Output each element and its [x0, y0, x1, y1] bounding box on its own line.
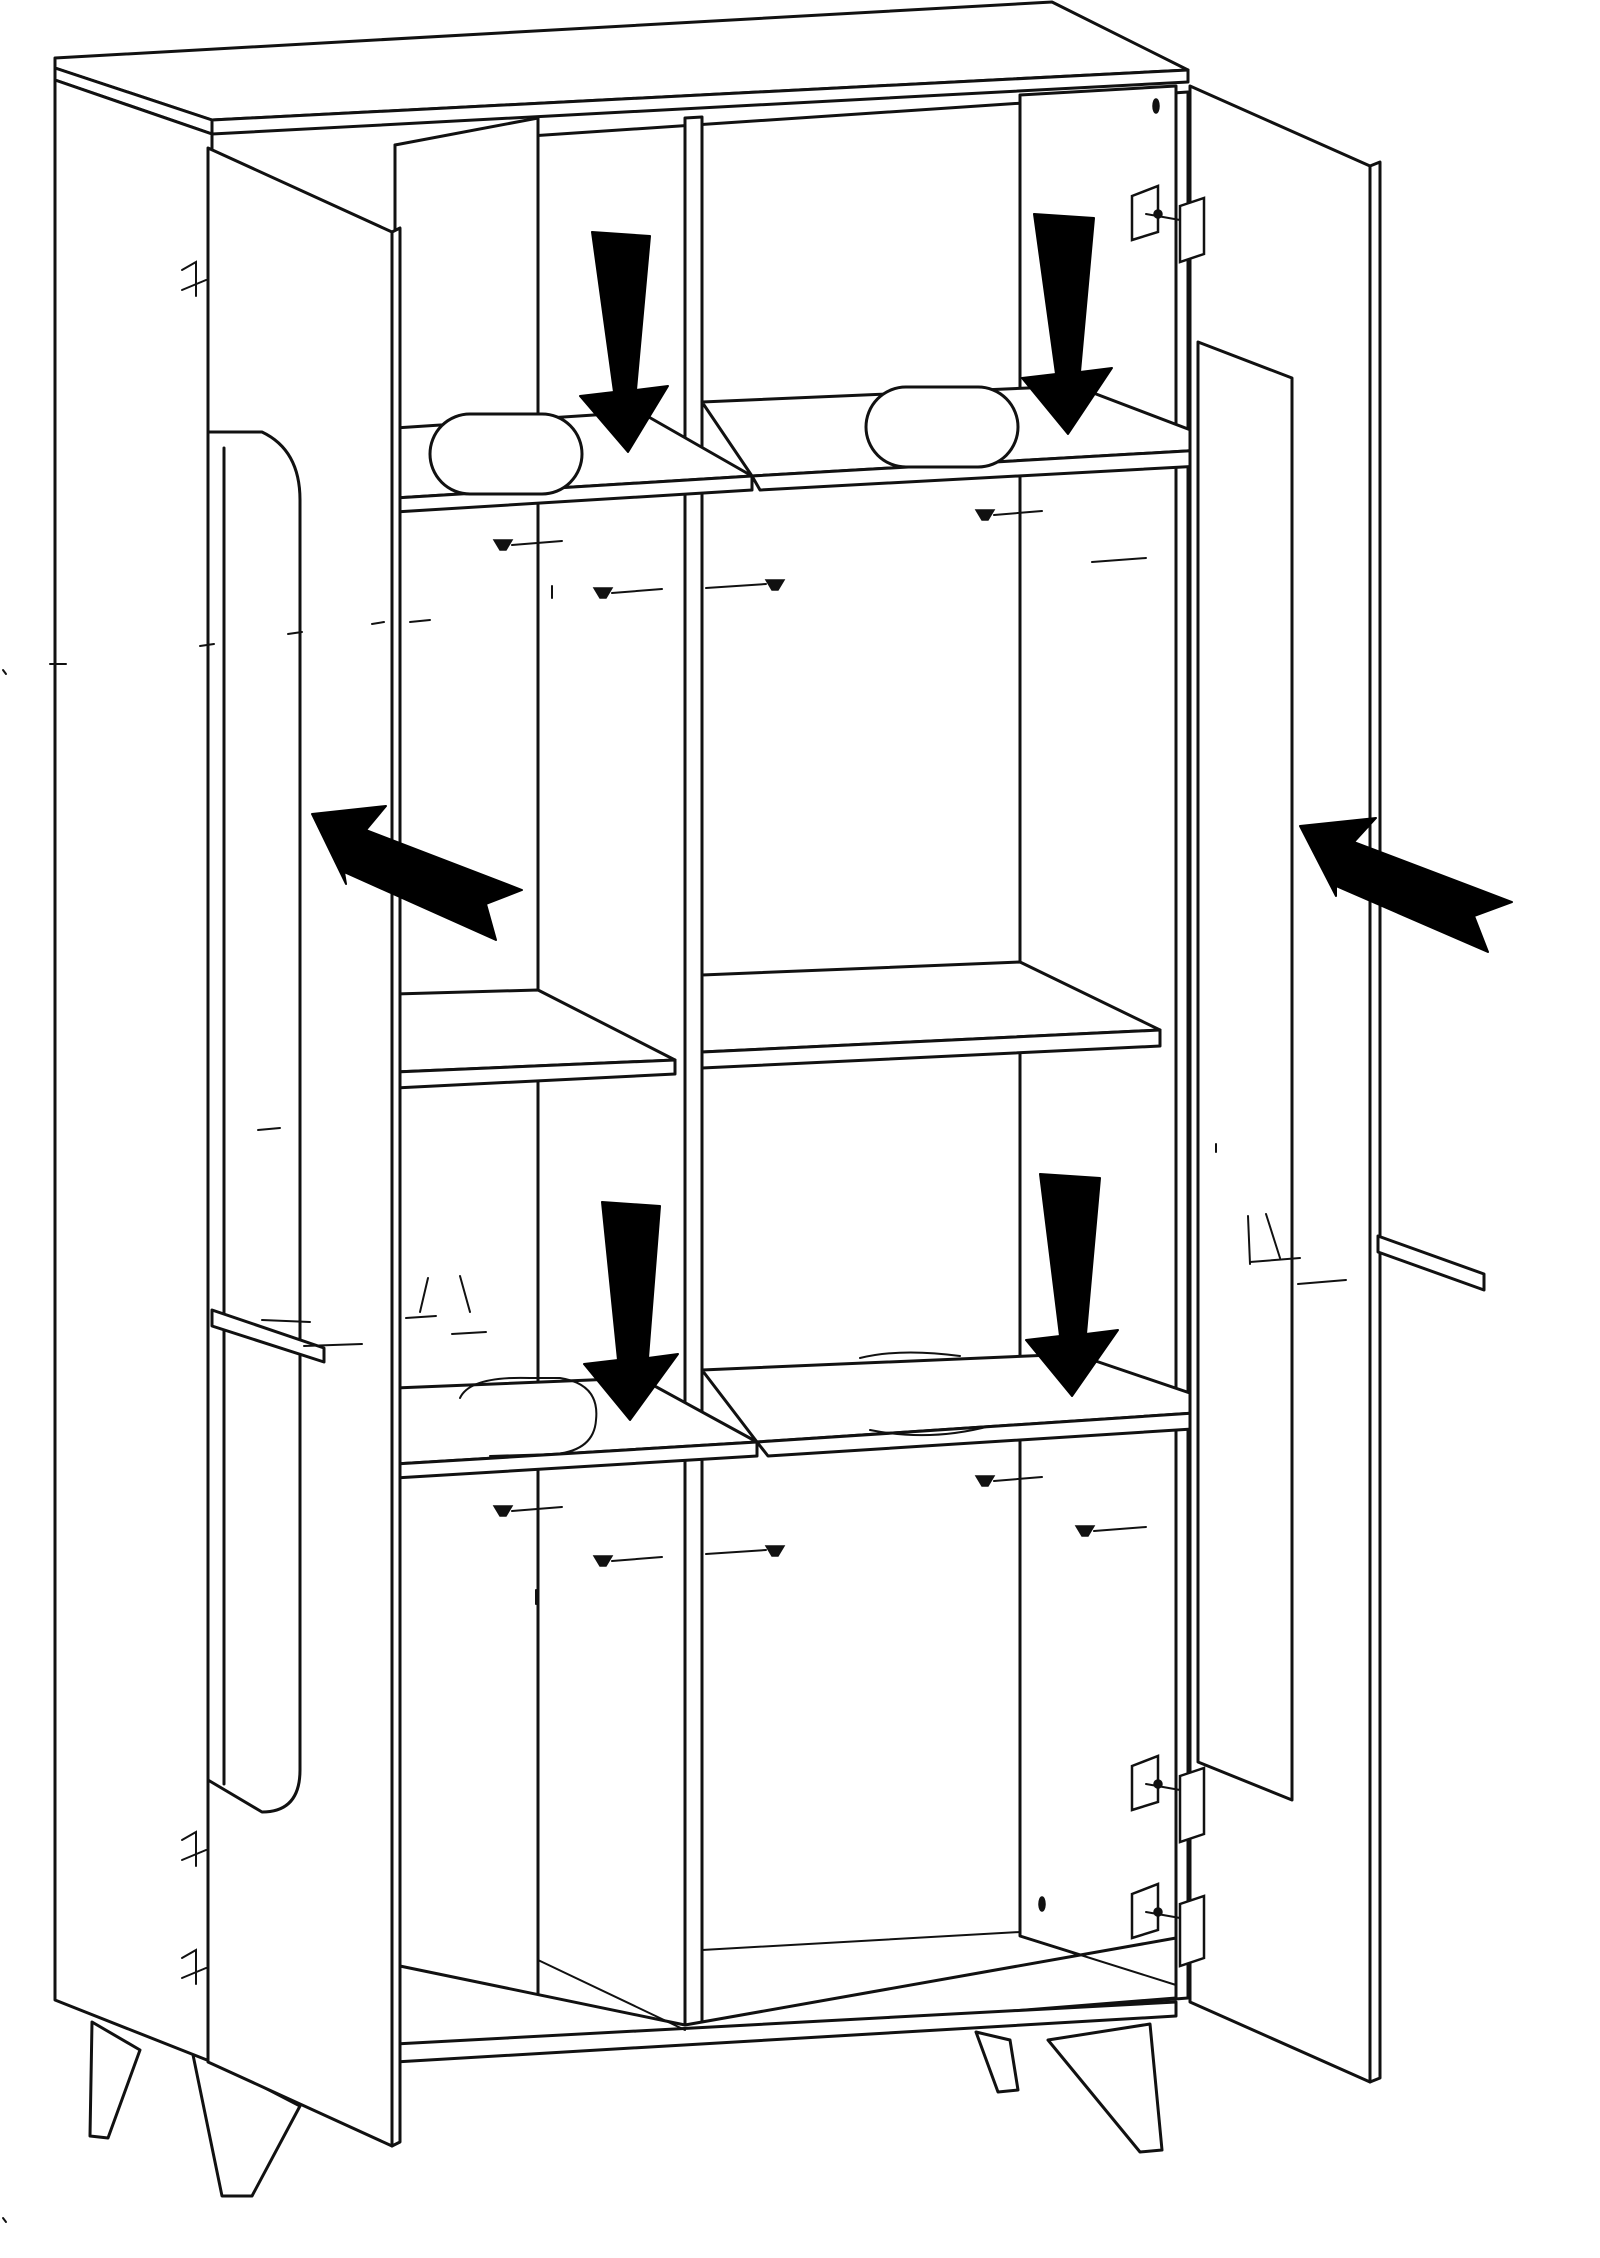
shelf-pin: [705, 579, 786, 591]
shelf-pin: [492, 1505, 563, 1517]
shelf-pin: [592, 587, 663, 599]
leg-back-right: [974, 2022, 1164, 2154]
shelf-pin: [974, 509, 1043, 521]
shelf-pins: [492, 509, 1147, 1567]
arrow-down-lower-left: [583, 1201, 679, 1421]
right-door-handle: [1249, 1234, 1486, 1292]
left-door-handle: [210, 1308, 363, 1364]
right-door: [1188, 84, 1382, 2084]
shelf-pin: [1091, 557, 1147, 563]
glass-insert-upper-right: [864, 385, 1020, 469]
arrow-left-right-door-glass: [1299, 817, 1513, 953]
shelf-middle-right: [700, 960, 1162, 1070]
shelf-pin: [592, 1555, 663, 1567]
hinge-bottom: [1130, 1882, 1206, 1968]
left-door: [206, 146, 402, 2148]
shelf-pin: [1074, 1525, 1147, 1537]
glass-insert-upper-left: [428, 412, 584, 496]
hinge-top: [1130, 184, 1206, 264]
glass-insert-lower-left: [459, 1376, 598, 1457]
glass-insert-lower-right: [859, 1351, 991, 1437]
hinge-hole: [1152, 98, 1160, 114]
hinge-hole: [1038, 1896, 1046, 1912]
detail-marks: [2, 585, 1281, 2223]
left-hinge-marks: [181, 260, 207, 1985]
arrow-down-top-left: [579, 231, 669, 453]
arrow-down-lower-right: [1025, 1173, 1119, 1397]
arrow-left-door-glass: [311, 805, 523, 941]
shelf-pin: [492, 539, 563, 551]
shelf-middle-left: [393, 988, 677, 1090]
leg-front-left: [88, 2020, 302, 2198]
shelf-pin: [974, 1475, 1043, 1487]
arrow-down-top-right: [1021, 213, 1113, 435]
shelf-pin: [705, 1545, 786, 1557]
hinge-middle: [1130, 1754, 1206, 1844]
